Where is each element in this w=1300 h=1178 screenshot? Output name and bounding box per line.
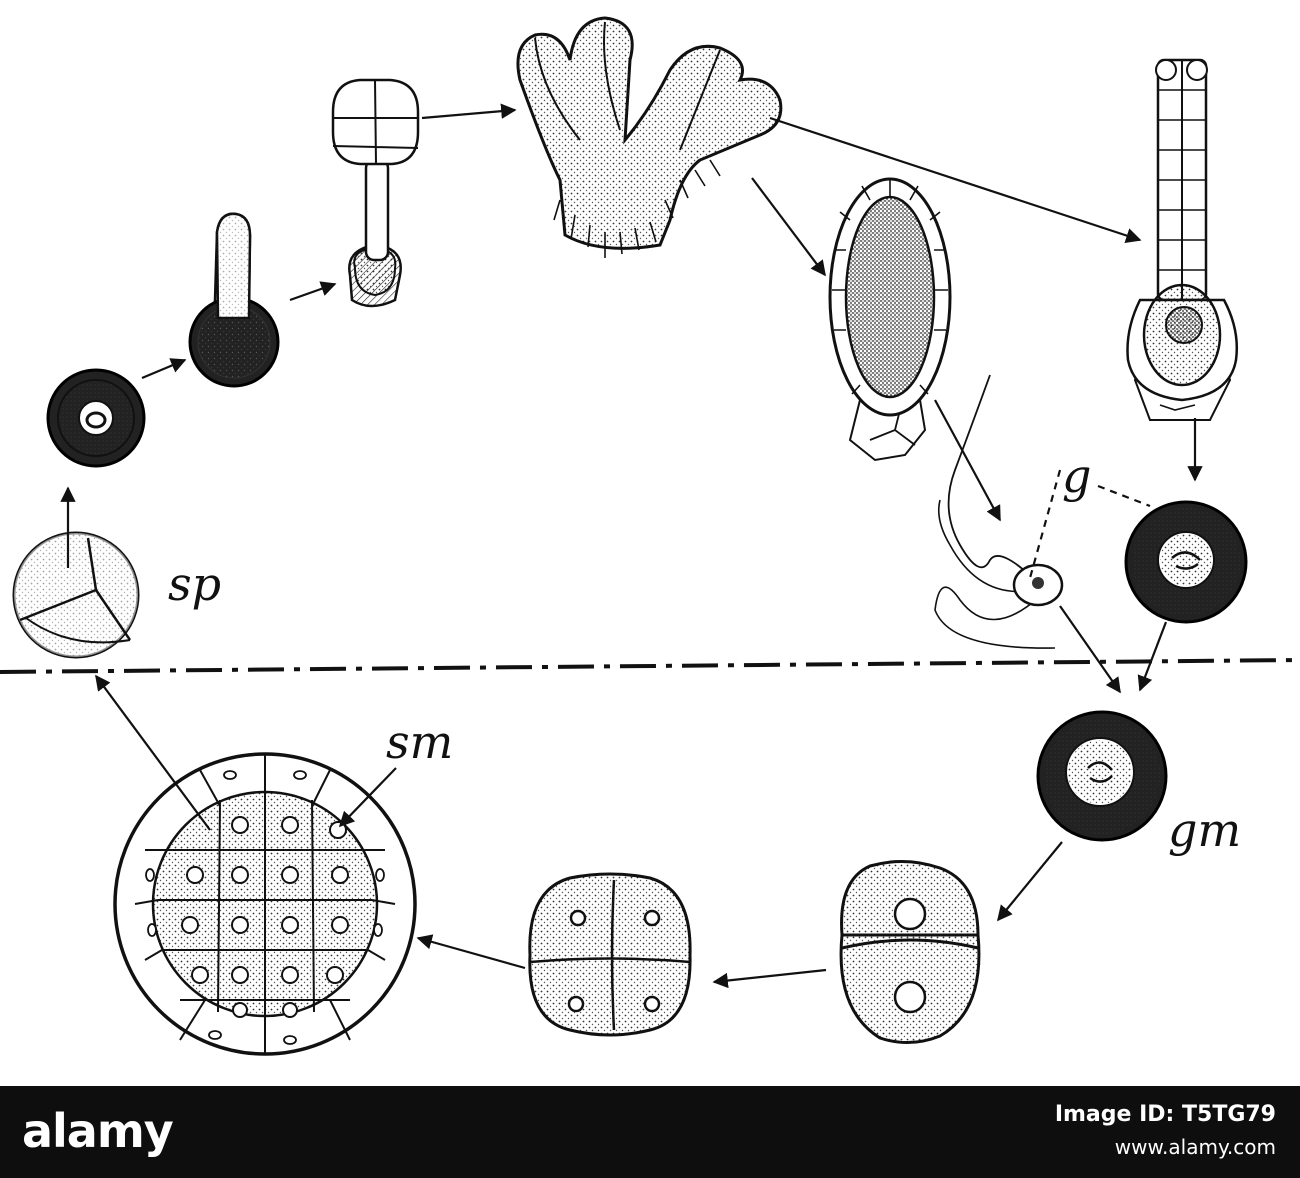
- egg: [1124, 500, 1248, 624]
- label-leaders: [338, 469, 1151, 828]
- label-sp: sp: [168, 557, 221, 611]
- prothallus: [516, 16, 783, 258]
- spore-tetrad: [12, 531, 140, 659]
- archegonium: [1126, 58, 1238, 421]
- divider-line: [0, 658, 1300, 674]
- sporangium: [113, 752, 417, 1056]
- image-meta: Image ID: T5TG79 www.alamy.com: [1055, 1096, 1276, 1159]
- zygote: [1036, 710, 1168, 842]
- embryo-two-cell: [839, 859, 981, 1044]
- life-cycle-diagram: sp: [0, 16, 1300, 1056]
- stock-footer: alamy Image ID: T5TG79 www.alamy.com: [0, 1086, 1300, 1178]
- label-g: g: [1062, 449, 1091, 503]
- spore: [46, 368, 146, 468]
- label-gm: gm: [1168, 803, 1241, 857]
- germinating-spore: [188, 212, 280, 388]
- brand-logo: alamy: [22, 1104, 174, 1158]
- sperm-gamete: [934, 374, 1064, 649]
- image-id: Image ID: T5TG79: [1054, 1102, 1276, 1127]
- young-prothallus: [331, 78, 420, 308]
- site-url: www.alamy.com: [1114, 1135, 1276, 1159]
- embryo-four-cell: [528, 872, 692, 1037]
- label-sm: sm: [386, 715, 453, 769]
- cycle-arrows: [60, 103, 1203, 989]
- antheridium: [828, 177, 952, 462]
